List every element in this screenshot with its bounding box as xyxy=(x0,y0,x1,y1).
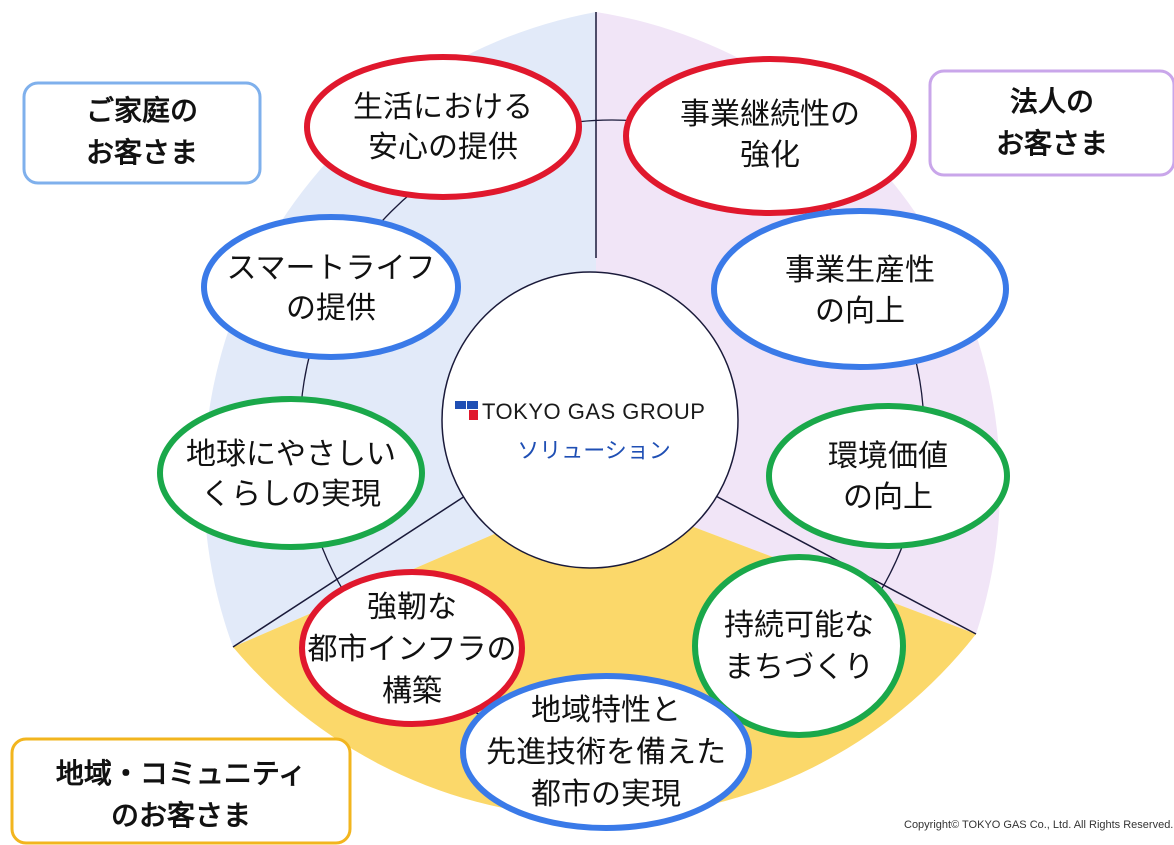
node-line: 持続可能な xyxy=(724,608,874,643)
node-env-value: 環境価値 の向上 xyxy=(766,403,1010,549)
node-line: 環境価値 xyxy=(828,439,948,474)
segment-corporate-label: 法人の お客さま xyxy=(928,69,1174,177)
node-line: 地域特性と xyxy=(531,693,681,728)
segment-community-label: 地域・コミュニティ のお客さま xyxy=(10,737,352,845)
center-subtitle: ソリューション xyxy=(517,439,671,464)
node-smartlife: スマートライフ の提供 xyxy=(201,214,461,360)
node-regional-city: 地域特性と 先進技術を備えた 都市の実現 xyxy=(460,673,752,831)
segment-home-label: ご家庭の お客さま xyxy=(22,81,262,185)
segment-line: 法人の xyxy=(1010,85,1094,118)
node-line: 都市の実現 xyxy=(531,777,681,812)
node-line: 先進技術を備えた xyxy=(486,735,726,770)
divider-left xyxy=(232,495,466,648)
node-line: 事業生産性 xyxy=(785,253,935,288)
node-resilient-infra: 強靭な 都市インフラの 構築 xyxy=(299,569,525,727)
node-line: 強化 xyxy=(740,138,800,173)
node-line: 事業継続性の xyxy=(680,97,860,132)
node-line: 構築 xyxy=(382,674,442,709)
node-line: 安心の提供 xyxy=(368,130,518,165)
node-safety: 生活における 安心の提供 xyxy=(304,54,582,200)
copyright-notice: Copyright© TOKYO GAS Co., Ltd. All Right… xyxy=(904,819,1174,831)
node-productivity: 事業生産性 の向上 xyxy=(711,208,1009,370)
node-line: くらしの実現 xyxy=(201,477,381,512)
node-line: 強靭な xyxy=(367,590,457,625)
segment-line: 地域・コミュニティ xyxy=(56,757,306,790)
node-line: の向上 xyxy=(843,480,933,515)
node-eco-living: 地球にやさしい くらしの実現 xyxy=(157,396,425,550)
node-sustainable-town: 持続可能な まちづくり xyxy=(692,554,906,738)
node-line: の向上 xyxy=(815,294,905,329)
node-line: 生活における xyxy=(353,90,533,125)
tokyo-gas-logo xyxy=(455,401,478,420)
node-line: 地球にやさしい xyxy=(186,437,396,472)
segment-line: お客さま xyxy=(996,127,1108,160)
segment-line: お客さま xyxy=(86,136,198,169)
segment-line: のお客さま xyxy=(111,799,251,832)
node-line: まちづくり xyxy=(724,650,874,685)
node-line: スマートライフ xyxy=(226,251,435,286)
segment-line: ご家庭の xyxy=(86,94,198,127)
node-bcp: 事業継続性の 強化 xyxy=(623,56,917,216)
center-circle xyxy=(441,271,739,569)
node-line: の提供 xyxy=(286,291,376,326)
node-line: 都市インフラの xyxy=(307,632,516,667)
center-brand: TOKYO GAS GROUP xyxy=(482,399,705,424)
